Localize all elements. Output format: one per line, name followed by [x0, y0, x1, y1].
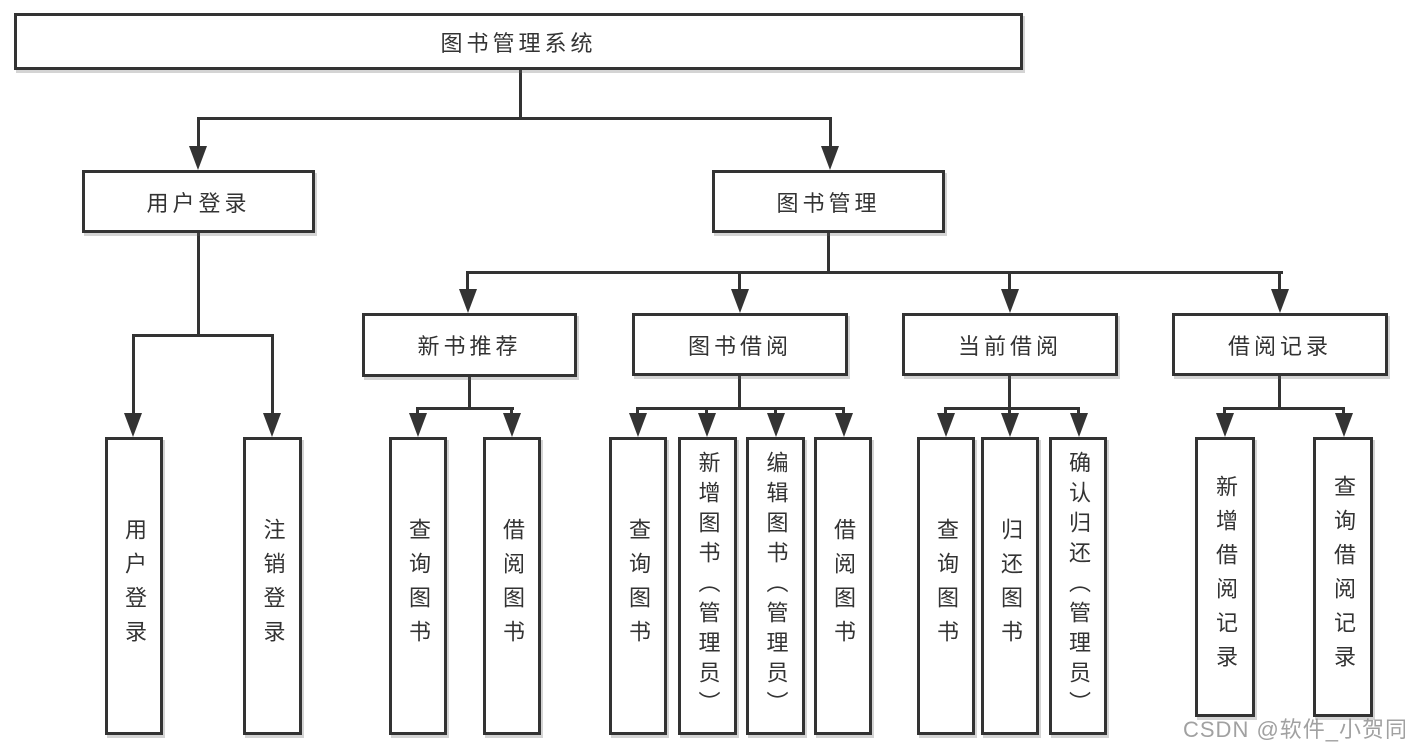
leaf-label: 借阅图书	[831, 518, 856, 654]
connector-arrow-shaft	[416, 407, 419, 417]
connector-user-login-rail	[132, 334, 273, 337]
leaf-label: 查询图书	[934, 518, 959, 654]
connector-arrow-shaft	[1008, 271, 1011, 292]
connector-arrow-shaft	[944, 407, 947, 417]
leaf-label: 查询图书	[406, 518, 431, 654]
node-book-management: 图书管理	[712, 170, 945, 233]
connector-level3-rail	[466, 271, 1283, 274]
node-label: 借阅记录	[1227, 333, 1332, 359]
node-user-login: 用户登录	[82, 170, 315, 233]
leaf-query-books-borrowing: 查询图书	[609, 437, 667, 735]
leaf-user-login: 用户登录	[105, 437, 163, 735]
leaf-label: 借阅图书	[500, 518, 525, 654]
arrow-down-icon	[1335, 413, 1353, 437]
leaf-add-borrow-record: 新增借阅记录	[1195, 437, 1255, 717]
arrow-down-icon	[937, 413, 955, 437]
arrow-down-icon	[835, 413, 853, 437]
leaf-query-books-recommend: 查询图书	[389, 437, 447, 735]
connector-borrowing-rail	[636, 407, 845, 410]
connector-current-stem	[1008, 376, 1011, 410]
connector-arrow-shaft	[466, 271, 469, 292]
connector-records-rail	[1223, 407, 1345, 410]
leaf-label: 注销登录	[260, 518, 286, 654]
node-current-borrowing: 当前借阅	[902, 313, 1118, 376]
leaf-borrow-books-borrowing: 借阅图书	[814, 437, 872, 735]
arrow-down-icon	[1216, 413, 1234, 437]
leaf-query-books-current: 查询图书	[917, 437, 975, 735]
connector-arrow-shaft	[1223, 407, 1226, 417]
node-book-borrowing: 图书借阅	[632, 313, 848, 376]
connector-arrow-shaft	[271, 334, 274, 416]
connector-book-mgmt-stem	[827, 233, 830, 274]
connector-arrow-shaft	[774, 407, 777, 417]
connector-arrow-shaft	[1278, 271, 1281, 292]
leaf-logout: 注销登录	[243, 437, 302, 735]
arrow-down-icon	[1001, 289, 1019, 313]
leaf-label: 编辑图书（管理员）	[763, 451, 789, 721]
connector-arrow-shaft	[510, 407, 513, 417]
arrow-down-icon	[698, 413, 716, 437]
arrow-down-icon	[1001, 413, 1019, 437]
connector-recommend-rail	[416, 407, 514, 410]
connector-root-stem	[519, 70, 522, 120]
leaf-query-borrow-record: 查询借阅记录	[1313, 437, 1373, 717]
arrow-down-icon	[629, 413, 647, 437]
connector-arrow-shaft	[705, 407, 708, 417]
leaf-label: 查询图书	[626, 518, 651, 654]
connector-arrow-shaft	[1342, 407, 1345, 417]
connector-current-rail	[944, 407, 1080, 410]
leaf-return-books: 归还图书	[981, 437, 1039, 735]
arrow-down-icon	[409, 413, 427, 437]
connector-arrow-shaft	[1008, 407, 1011, 417]
arrow-down-icon	[821, 146, 839, 170]
leaf-edit-books-admin: 编辑图书（管理员）	[746, 437, 805, 735]
csdn-watermark: CSDN @软件_小贺同学	[1183, 717, 1405, 742]
node-label: 用户登录	[146, 190, 251, 216]
leaf-label: 归还图书	[998, 518, 1023, 654]
connector-arrow-shaft	[829, 117, 832, 149]
connector-arrow-shaft	[842, 407, 845, 417]
leaf-label: 用户登录	[122, 518, 147, 654]
leaf-borrow-books-recommend: 借阅图书	[483, 437, 541, 735]
connector-arrow-shaft	[1077, 407, 1080, 417]
arrow-down-icon	[767, 413, 785, 437]
connector-arrow-shaft	[197, 117, 200, 149]
arrow-down-icon	[1070, 413, 1088, 437]
node-root-library-system: 图书管理系统	[14, 13, 1023, 70]
leaf-add-books-admin: 新增图书（管理员）	[678, 437, 737, 735]
node-label: 图书管理系统	[440, 30, 597, 56]
connector-arrow-shaft	[636, 407, 639, 417]
leaf-label: 查询借阅记录	[1331, 475, 1356, 679]
leaf-label: 确认归还（管理员）	[1066, 451, 1091, 721]
connector-arrow-shaft	[738, 271, 741, 292]
connector-level2-rail	[197, 117, 832, 120]
leaf-label: 新增图书（管理员）	[695, 451, 721, 721]
arrow-down-icon	[263, 413, 281, 437]
node-label: 当前借阅	[957, 333, 1062, 359]
arrow-down-icon	[459, 289, 477, 313]
connector-arrow-shaft	[132, 334, 135, 416]
arrow-down-icon	[124, 413, 142, 437]
node-label: 图书管理	[776, 190, 881, 216]
node-label: 图书借阅	[687, 333, 792, 359]
leaf-label: 新增借阅记录	[1213, 475, 1238, 679]
node-new-book-recommend: 新书推荐	[362, 313, 577, 377]
connector-recommend-stem	[468, 377, 471, 410]
connector-records-stem	[1278, 376, 1281, 410]
arrow-down-icon	[189, 146, 207, 170]
arrow-down-icon	[731, 289, 749, 313]
arrow-down-icon	[503, 413, 521, 437]
arrow-down-icon	[1271, 289, 1289, 313]
node-borrowing-records: 借阅记录	[1172, 313, 1388, 376]
connector-user-login-stem	[197, 233, 200, 337]
leaf-confirm-return-admin: 确认归还（管理员）	[1049, 437, 1107, 735]
node-label: 新书推荐	[417, 334, 522, 359]
connector-borrowing-stem	[738, 376, 741, 410]
